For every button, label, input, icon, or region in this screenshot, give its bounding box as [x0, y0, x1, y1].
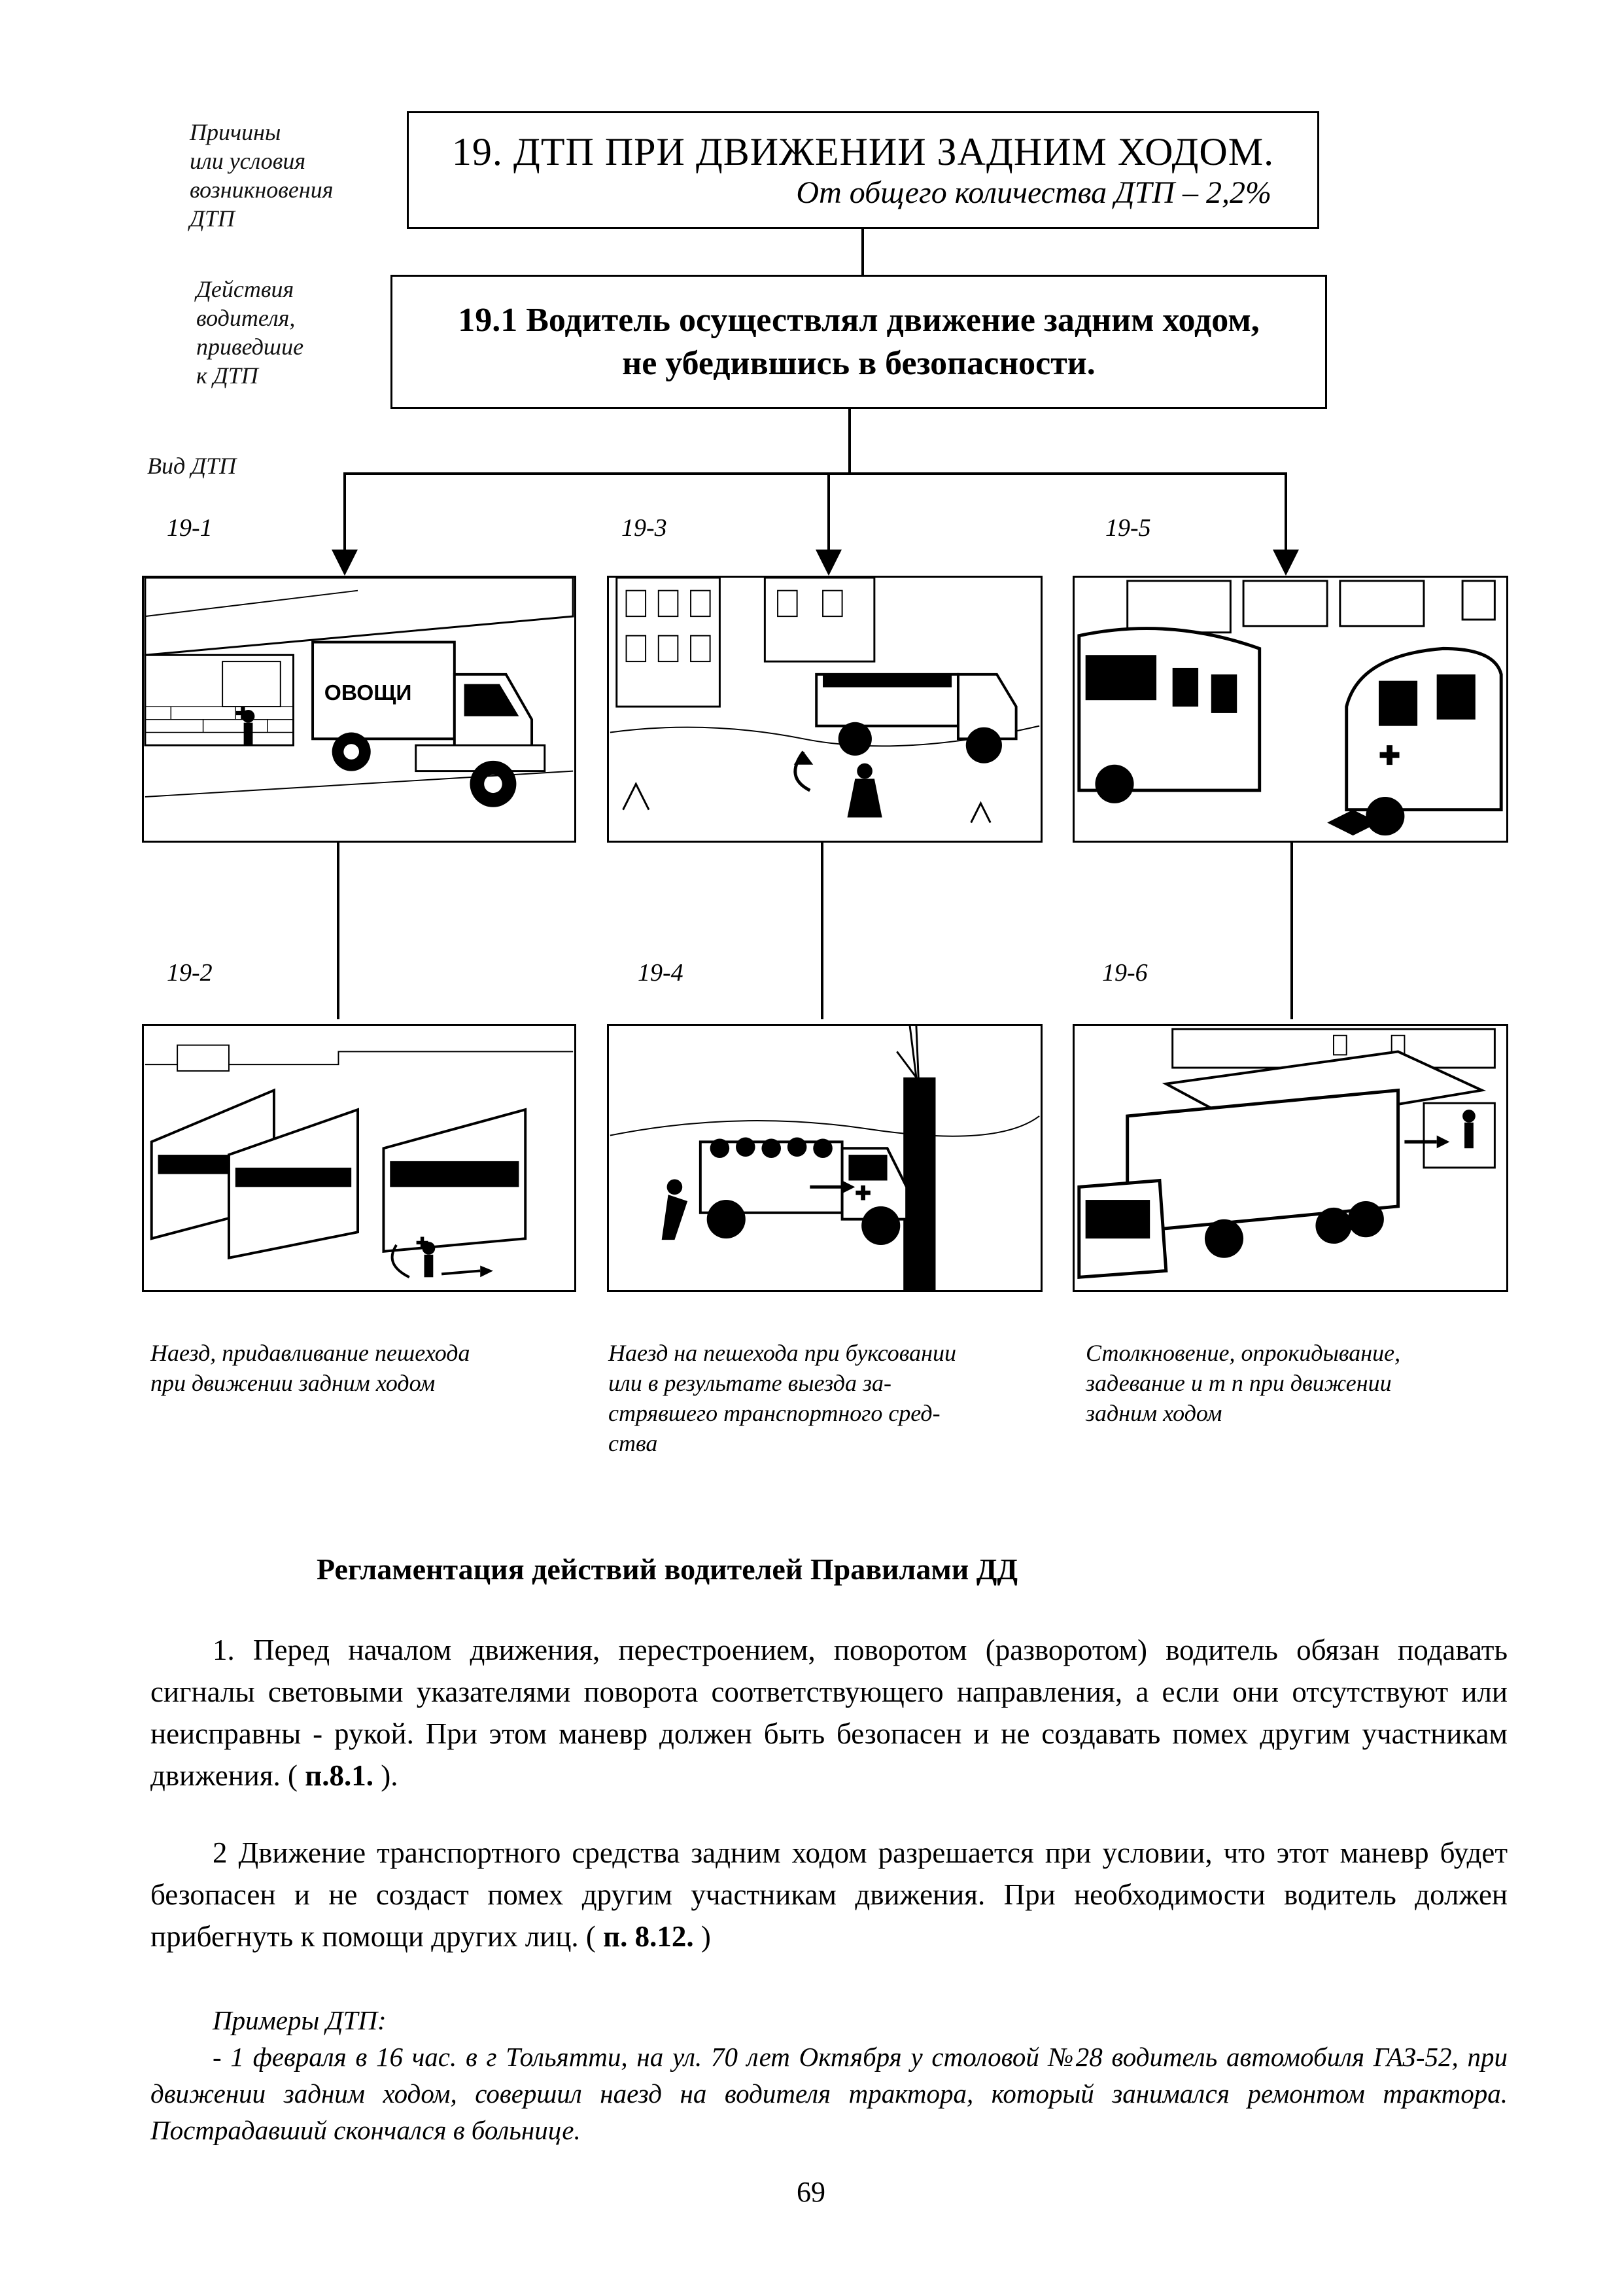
bus-reversing-pedestrian-icon: ✚ — [145, 1044, 574, 1279]
caption-line: Столкновение, опрокидывание, — [1086, 1340, 1401, 1366]
svg-text:✚: ✚ — [855, 1183, 871, 1204]
header-box: 19. ДТП ПРИ ДВИЖЕНИИ ЗАДНИМ ХОДОМ. От об… — [407, 111, 1319, 229]
illustration-19-2: ✚ — [142, 1024, 576, 1292]
regulation-paragraph-1: 1. Перед началом движения, перестроением… — [150, 1629, 1508, 1796]
illustration-19-4: ✚ — [607, 1024, 1043, 1292]
caption-line: задним ходом — [1086, 1400, 1222, 1426]
arrow-down-icon — [816, 550, 842, 576]
illustration-19-3 — [607, 576, 1043, 843]
examples-text: - 1 февраля в 16 час. в г Тольятти, на у… — [150, 2042, 1508, 2145]
examples-title: Примеры ДТП: — [213, 2005, 387, 2035]
paragraph-text: 2 Движение транспортного средства задним… — [150, 1836, 1508, 1953]
cause-line-1: 19.1 Водитель осуществлял движение задни… — [458, 302, 1260, 339]
panel-code: 19-2 — [167, 959, 213, 987]
truck-reversing-winter-icon — [610, 578, 1040, 824]
svg-text:✚: ✚ — [416, 1235, 429, 1252]
side-label-actions: Действия водителя, приведшие к ДТП — [196, 275, 366, 390]
side-label-causes: Причины или условия возникновения ДТП — [190, 118, 386, 233]
connector-line — [343, 472, 1287, 475]
cause-box: 19.1 Водитель осуществлял движение задни… — [390, 275, 1327, 409]
side-label-line: или условия — [190, 148, 306, 174]
caption-line: стрявшего транспортного сред- — [608, 1400, 941, 1426]
side-label-line: Причины — [190, 119, 281, 145]
caption-2: Наезд на пешехода при буксовании или в р… — [608, 1338, 1053, 1458]
trailer-reversing-collision-icon — [1077, 1028, 1496, 1279]
side-label-line: возникновения — [190, 177, 334, 203]
header-subtitle: От общего количества ДТП – 2,2% — [796, 175, 1271, 210]
truck-reversing-at-shop-icon: ✚ ОВОЩИ — [144, 578, 574, 807]
regulation-heading: Регламентация действий водителей Правила… — [317, 1552, 1018, 1586]
side-label-line: к ДТП — [196, 362, 258, 389]
truck-sign-text: ОВОЩИ — [324, 681, 412, 705]
side-label-line: Действия — [196, 276, 294, 302]
illustration-19-6 — [1073, 1024, 1508, 1292]
svg-text:✚: ✚ — [1379, 742, 1400, 771]
panel-code: 19-3 — [621, 514, 667, 542]
paragraph-text: 1. Перед началом движения, перестроением… — [150, 1634, 1508, 1792]
side-label-type: Вид ДТП — [147, 453, 237, 479]
caption-line: задевание и т п при движении — [1086, 1370, 1392, 1396]
panel-code: 19-1 — [167, 514, 213, 542]
side-label-line: приведшие — [196, 334, 304, 360]
panel-code: 19-6 — [1102, 959, 1148, 987]
caption-line: Наезд, придавливание пешехода — [150, 1340, 470, 1366]
svg-text:✚: ✚ — [235, 703, 251, 724]
connector-line — [861, 229, 864, 275]
truck-stuck-pushing-icon: ✚ — [610, 1026, 1040, 1290]
header-title: 19. ДТП ПРИ ДВИЖЕНИИ ЗАДНИМ ХОДОМ. — [451, 130, 1275, 173]
paragraph-end: ). — [373, 1759, 398, 1792]
rule-reference: п.8.1. — [305, 1759, 373, 1792]
caption-line: или в результате выезда за- — [608, 1370, 891, 1396]
caption-1: Наезд, придавливание пешехода при движен… — [150, 1338, 569, 1398]
side-label-line: водителя, — [196, 305, 296, 331]
arrow-down-icon — [332, 550, 358, 576]
connector-line — [848, 409, 851, 472]
caption-line: Наезд на пешехода при буксовании — [608, 1340, 957, 1366]
illustration-19-1: ✚ ОВОЩИ — [142, 576, 576, 843]
caption-line: при движении задним ходом — [150, 1370, 436, 1396]
connector-line — [337, 843, 339, 1019]
bus-collision-reversing-icon: ✚ — [1077, 580, 1503, 836]
connector-line — [827, 472, 830, 551]
regulation-paragraph-2: 2 Движение транспортного средства задним… — [150, 1832, 1508, 1957]
cause-line-2: не убедившись в безопасности. — [622, 345, 1096, 382]
page-number: 69 — [797, 2176, 825, 2208]
panel-code: 19-5 — [1105, 514, 1151, 542]
connector-line — [821, 843, 823, 1019]
caption-line: ства — [608, 1430, 658, 1456]
panel-code: 19-4 — [638, 959, 683, 987]
arrow-down-icon — [1273, 550, 1299, 576]
connector-line — [1290, 843, 1293, 1019]
caption-3: Столкновение, опрокидывание, задевание и… — [1086, 1338, 1517, 1428]
connector-line — [343, 472, 346, 551]
rule-reference: п. 8.12. — [603, 1920, 694, 1953]
illustration-19-5: ✚ — [1073, 576, 1508, 843]
paragraph-end: ) — [693, 1920, 711, 1953]
connector-line — [1285, 472, 1287, 551]
side-label-line: ДТП — [190, 205, 235, 232]
